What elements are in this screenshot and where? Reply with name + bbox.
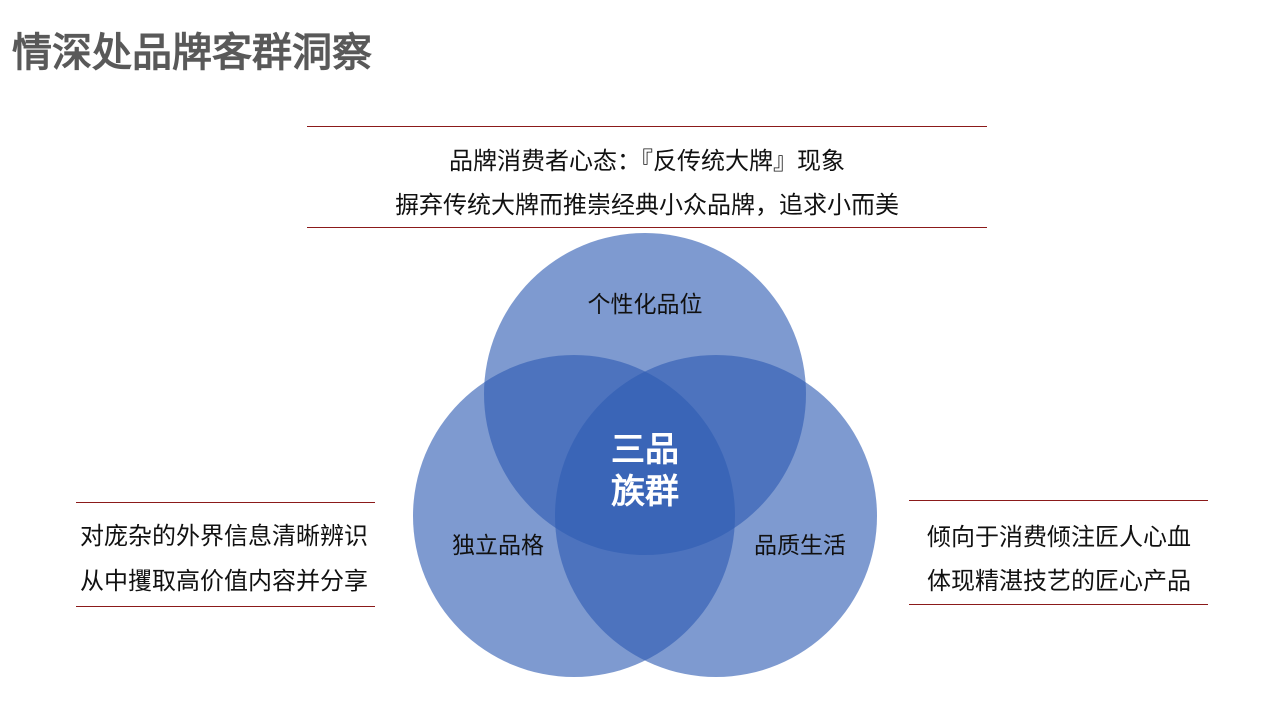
- right-text-block: 倾向于消费倾注匠人心血 体现精湛技艺的匠心产品: [909, 500, 1208, 605]
- slide-title: 情深处品牌客群洞察: [12, 30, 372, 76]
- venn-center-label-line-2: 族群: [611, 472, 679, 512]
- venn-label-left: 独立品格: [452, 533, 544, 559]
- venn-circle-right: [555, 355, 877, 677]
- top-text-block: 品牌消费者心态：『反传统大牌』现象 摒弃传统大牌而推崇经典小众品牌，追求小而美: [307, 126, 987, 228]
- top-text-line-2: 摒弃传统大牌而推崇经典小众品牌，追求小而美: [395, 191, 899, 219]
- left-text-line-1: 对庞杂的外界信息清晰辨识: [80, 522, 368, 550]
- right-text-line-2: 体现精湛技艺的匠心产品: [927, 567, 1191, 595]
- right-text-line-1: 倾向于消费倾注匠人心血: [927, 523, 1191, 551]
- venn-center-label-line-1: 三品: [611, 430, 679, 470]
- left-text-line-2: 从中攫取高价值内容并分享: [80, 567, 368, 595]
- top-text-line-1: 品牌消费者心态：『反传统大牌』现象: [449, 147, 845, 175]
- venn-label-top: 个性化品位: [588, 292, 703, 318]
- venn-label-right: 品质生活: [754, 533, 846, 559]
- left-text-block: 对庞杂的外界信息清晰辨识 从中攫取高价值内容并分享: [76, 502, 375, 607]
